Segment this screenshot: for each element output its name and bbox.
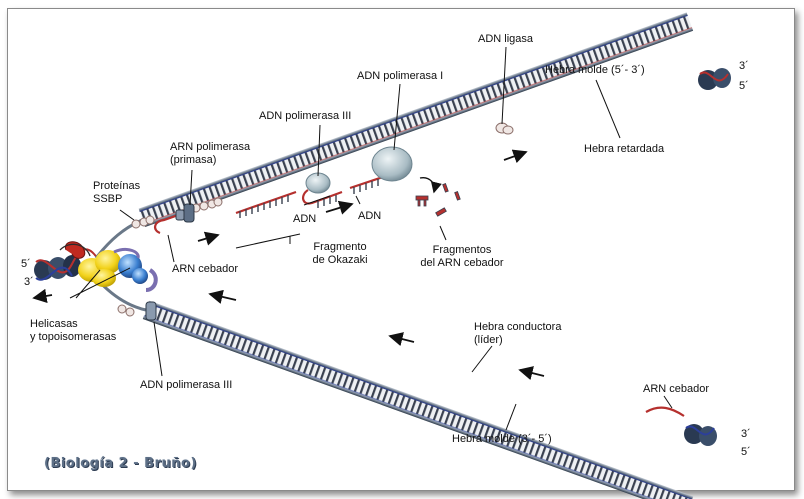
right-helix-bottom [684, 424, 717, 446]
ssb-proteins [117, 197, 223, 317]
label-hebra-conductora-line1: Hebra conductora [474, 321, 562, 333]
label-adn-polimerasa-i: ADN polimerasa I [357, 70, 444, 82]
right-helix-top [698, 68, 731, 90]
label-arn-cebador-top: ARN cebador [172, 263, 239, 275]
label-arn-polimerasa-line1: ARN polimerasa [170, 141, 251, 153]
label-left-5: 5´ [21, 258, 31, 270]
label-arn-polimerasa-line2: (primasa) [170, 154, 217, 166]
rna-primer-fragments [415, 177, 461, 217]
label-adn-1: ADN [293, 213, 317, 225]
label-top-3: 3´ [739, 60, 749, 72]
label-arn-cebador-bottom: ARN cebador [643, 383, 710, 395]
dna-ligase [495, 122, 514, 135]
label-helicasas-line1: Helicasas [30, 318, 78, 330]
label-proteinas-line1: Proteínas [93, 180, 141, 192]
leading-strand [142, 300, 694, 499]
leader-lines [69, 46, 673, 431]
label-left-3: 3´ [24, 276, 34, 288]
direction-arrows [32, 149, 545, 381]
label-fragmento-okazaki: Fragmento de Okazaki [312, 241, 367, 267]
label-adn-2: ADN [358, 210, 382, 222]
label-proteinas-ssbp: Proteínas SSBP [93, 180, 140, 206]
dna-polymerase-iii-bottom [145, 301, 157, 321]
label-adn-polimerasa-iii-top: ADN polimerasa III [259, 110, 352, 122]
label-arn-polimerasa: ARN polimerasa (primasa) [170, 141, 250, 167]
topoisomerase [59, 241, 91, 259]
label-hebra-retardada: Hebra retardada [584, 143, 665, 155]
label-helicasas-line2: y topoisomerasas [30, 331, 117, 343]
label-top-5: 5´ [739, 80, 749, 92]
label-fragmentos-line2: del ARN cebador [420, 257, 504, 269]
label-fragmento-line2: de Okazaki [312, 254, 368, 266]
label-fragmento-line1: Fragmento [313, 241, 367, 253]
label-adn-polimerasa-iii-bottom: ADN polimerasa III [140, 379, 233, 391]
label-bottom-5: 5´ [741, 446, 751, 458]
parental-dna-helix [34, 248, 101, 281]
label-fragmentos-arn-cebador: Fragmentos del ARN cebador [420, 244, 503, 270]
label-adn-ligasa: ADN ligasa [478, 33, 534, 45]
lagging-strand [138, 12, 694, 227]
okazaki-rungs [239, 179, 379, 218]
source-credit: (Biología 2 - Bruño) [44, 456, 197, 471]
dna-polymerase-i [371, 146, 413, 182]
label-hebra-molde-bottom: Hebra molde (3´- 5´) [452, 433, 552, 445]
label-hebra-conductora: Hebra conductora (líder) [474, 321, 561, 347]
primase [175, 203, 195, 223]
label-proteinas-line2: SSBP [93, 193, 123, 205]
label-helicasas: Helicasas y topoisomerasas [30, 318, 116, 344]
label-hebra-molde-top: Hebra molde (5´- 3´) [545, 64, 645, 76]
label-fragmentos-line1: Fragmentos [432, 244, 492, 256]
label-hebra-conductora-line2: (líder) [474, 334, 503, 346]
label-bottom-3: 3´ [741, 428, 751, 440]
helicase [78, 248, 158, 292]
